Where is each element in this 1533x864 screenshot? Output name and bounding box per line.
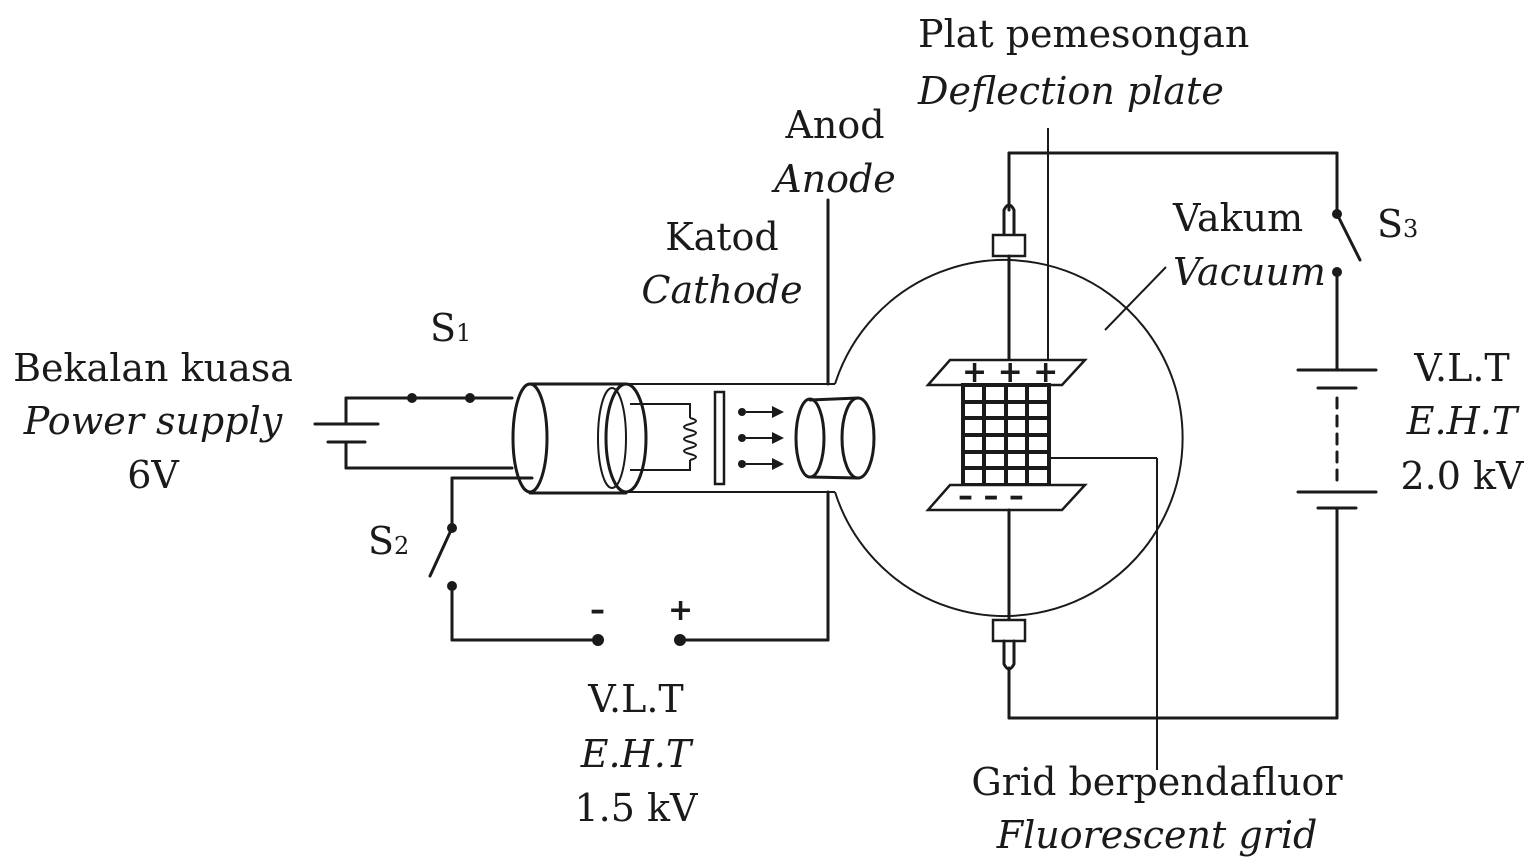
grid-label-en: Fluorescent grid	[996, 813, 1318, 857]
switch-s1-contact	[465, 393, 475, 403]
negative-deflection-plate	[925, 483, 1088, 512]
switch-s3-blade	[1335, 212, 1362, 262]
heater-lead	[630, 460, 691, 471]
deflection-plate-label-ms: Plat pemesongan	[918, 12, 1249, 56]
switch-s1-label: S1	[430, 306, 471, 350]
bottom-terminal-pin	[1002, 639, 1016, 671]
power-supply-value: 6V	[127, 453, 179, 497]
cathode-housing	[528, 382, 628, 495]
heater-lead	[630, 403, 691, 418]
positive-deflection-plate	[925, 358, 1088, 387]
eht-left-label-ms: V.L.T	[587, 677, 684, 721]
cathode-housing-rim-inner	[597, 387, 627, 489]
eht-right-label-ms: V.L.T	[1413, 346, 1510, 390]
anode-label-ms: Anod	[784, 103, 884, 147]
eht-left-value: 1.5 kV	[575, 786, 699, 830]
anode-cylinder	[808, 396, 860, 480]
switch-s3-label: S3	[1377, 202, 1418, 246]
heater-circuit	[313, 393, 514, 470]
eht-right-value: 2.0 kV	[1401, 454, 1525, 498]
switch-s2-blade	[428, 526, 454, 578]
cathode-label-ms: Katod	[665, 215, 779, 259]
deflection-plate-label-en: Deflection plate	[917, 69, 1224, 113]
switch-s1-contact	[407, 393, 417, 403]
bottom-terminal-cap	[991, 618, 1027, 643]
plus-sign: +	[668, 593, 693, 628]
top-terminal-cap	[991, 233, 1027, 258]
power-supply-label-en: Power supply	[23, 399, 283, 443]
vacuum-pointer	[1104, 266, 1167, 331]
cathode-housing-end	[511, 382, 549, 494]
electron-beam-arrows	[738, 406, 784, 470]
cathode-label-en: Cathode	[641, 268, 802, 312]
grid-label-ms: Grid berpendafluor	[971, 760, 1343, 804]
anode-cylinder-front	[840, 396, 876, 480]
positive-terminal	[674, 634, 686, 646]
eht-right-label-en: E.H.T	[1406, 399, 1520, 443]
labels: Plat pemesongan Deflection plate Anod An…	[13, 12, 1524, 857]
deflection-assembly: + + + – – –	[925, 128, 1158, 770]
negative-signs: – – –	[958, 479, 1024, 514]
vacuum-label-en: Vacuum	[1173, 250, 1326, 294]
minus-sign: –	[590, 593, 605, 628]
vacuum-bulb	[834, 259, 1184, 617]
anode-circuit: – +	[428, 198, 830, 646]
switch-s2-label: S2	[368, 519, 409, 563]
power-supply-label-ms: Bekalan kuasa	[13, 346, 293, 390]
switch-s2-contact	[447, 581, 457, 591]
cathode-plate	[713, 390, 726, 486]
eht-left-label-en: E.H.T	[580, 732, 694, 776]
vacuum-label-ms: Vakum	[1172, 196, 1303, 240]
anode-label-en: Anode	[771, 157, 896, 201]
electron-gun	[511, 382, 876, 495]
deflection-circuit	[1007, 151, 1378, 720]
anode-cylinder-back	[794, 397, 826, 479]
heater-coil	[683, 417, 697, 461]
fluorescent-grid	[961, 383, 1051, 487]
